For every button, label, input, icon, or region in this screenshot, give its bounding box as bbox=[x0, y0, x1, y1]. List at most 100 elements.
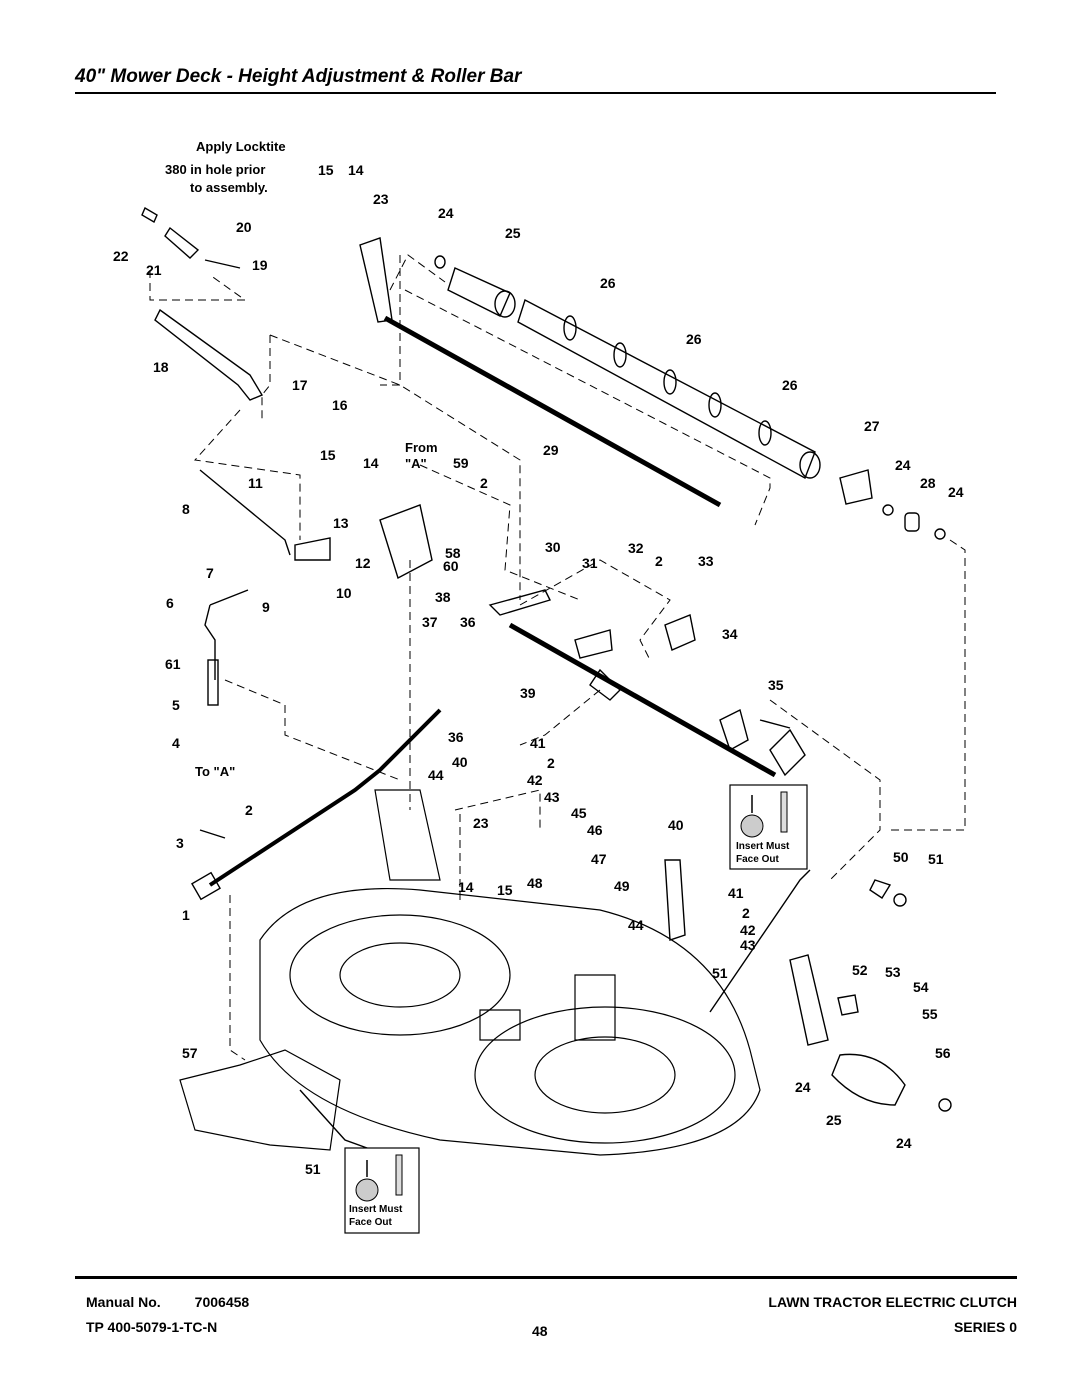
callout: 4 bbox=[172, 735, 180, 751]
callout: 55 bbox=[922, 1006, 938, 1022]
callout: 27 bbox=[864, 418, 880, 434]
callout: 43 bbox=[544, 789, 560, 805]
height-lever bbox=[154, 308, 264, 401]
insert-must-text-lower-line1: Insert Must bbox=[349, 1204, 403, 1215]
roller-bracket bbox=[359, 237, 393, 323]
callout: 9 bbox=[262, 599, 270, 615]
insert-must-text-upper-line1: Insert Must bbox=[736, 841, 790, 852]
callout: 49 bbox=[614, 878, 630, 894]
callout: 2 bbox=[742, 905, 750, 921]
callout: 10 bbox=[336, 585, 352, 601]
callout: 21 bbox=[146, 262, 162, 278]
callout: 40 bbox=[452, 754, 468, 770]
callout: 24 bbox=[948, 484, 964, 500]
callout: 12 bbox=[355, 555, 371, 571]
callout: 26 bbox=[686, 331, 702, 347]
callout: 33 bbox=[698, 553, 714, 569]
callout: 24 bbox=[896, 1135, 912, 1151]
callout: 15 bbox=[497, 882, 513, 898]
callout: 1 bbox=[182, 907, 190, 923]
callout: 50 bbox=[893, 849, 909, 865]
callout: 6 bbox=[166, 595, 174, 611]
manual-number: Manual No.7006458 bbox=[86, 1294, 249, 1310]
locktite-note-line3: to assembly. bbox=[190, 180, 268, 195]
callout: 14 bbox=[348, 162, 364, 178]
callout: 43 bbox=[740, 937, 756, 953]
callout: 46 bbox=[587, 822, 603, 838]
callout: 60 bbox=[443, 558, 459, 574]
callout: 54 bbox=[913, 979, 929, 995]
to-a-note: To "A" bbox=[195, 764, 235, 779]
callout: 23 bbox=[473, 815, 489, 831]
callout: 41 bbox=[530, 735, 546, 751]
callout: 26 bbox=[782, 377, 798, 393]
callout: 24 bbox=[895, 457, 911, 473]
callout: 19 bbox=[252, 257, 268, 273]
callout: 5 bbox=[172, 697, 180, 713]
bushing-24 bbox=[434, 255, 446, 269]
page-title: 40" Mower Deck - Height Adjustment & Rol… bbox=[75, 66, 522, 87]
callout: 15 bbox=[320, 447, 336, 463]
callout: 14 bbox=[363, 455, 379, 471]
callout: 45 bbox=[571, 805, 587, 821]
insert-must-text-upper-line2: Face Out bbox=[736, 854, 779, 865]
callout: 2 bbox=[245, 802, 253, 818]
callout: 51 bbox=[305, 1161, 321, 1177]
callout: 25 bbox=[505, 225, 521, 241]
callout: 34 bbox=[722, 626, 738, 642]
roller-end-cap bbox=[839, 469, 873, 505]
insert-must-box-upper bbox=[729, 784, 808, 870]
callout: 23 bbox=[373, 191, 389, 207]
callout: 2 bbox=[655, 553, 663, 569]
callout: 25 bbox=[826, 1112, 842, 1128]
callout: 20 bbox=[236, 219, 252, 235]
callout: 8 bbox=[182, 501, 190, 517]
callout: 24 bbox=[438, 205, 454, 221]
manual-label: Manual No. bbox=[86, 1294, 161, 1310]
callout: 39 bbox=[520, 685, 536, 701]
callout: 61 bbox=[165, 656, 181, 672]
callout: 24 bbox=[795, 1079, 811, 1095]
callout: 35 bbox=[768, 677, 784, 693]
callout: 42 bbox=[527, 772, 543, 788]
from-a-note-line2: "A" bbox=[405, 456, 427, 471]
callout: 14 bbox=[458, 879, 474, 895]
callout: 15 bbox=[318, 162, 334, 178]
callout: 57 bbox=[182, 1045, 198, 1061]
from-a-note-line1: From bbox=[405, 440, 438, 455]
callout: 18 bbox=[153, 359, 169, 375]
callout: 41 bbox=[728, 885, 744, 901]
callout: 38 bbox=[435, 589, 451, 605]
height-plate bbox=[379, 504, 433, 580]
product-name: LAWN TRACTOR ELECTRIC CLUTCH bbox=[768, 1294, 1017, 1310]
callout: 3 bbox=[176, 835, 184, 851]
insert-must-text-lower-line2: Face Out bbox=[349, 1217, 392, 1228]
callout: 30 bbox=[545, 539, 561, 555]
roller-tubes bbox=[447, 267, 821, 479]
callout: 56 bbox=[935, 1045, 951, 1061]
callout: 26 bbox=[600, 275, 616, 291]
title-rule bbox=[75, 92, 996, 94]
callout: 44 bbox=[628, 917, 644, 933]
callout: 44 bbox=[428, 767, 444, 783]
callout: 2 bbox=[480, 475, 488, 491]
callout: 29 bbox=[543, 442, 559, 458]
callout: 36 bbox=[448, 729, 464, 745]
callout: 22 bbox=[113, 248, 129, 264]
callout: 51 bbox=[712, 965, 728, 981]
callout: 52 bbox=[852, 962, 868, 978]
locktite-note-line1: Apply Locktite bbox=[196, 139, 286, 154]
callout: 11 bbox=[248, 475, 263, 491]
callout: 31 bbox=[582, 555, 598, 571]
callout: 32 bbox=[628, 540, 644, 556]
callout: 17 bbox=[292, 377, 308, 393]
callout: 7 bbox=[206, 565, 214, 581]
callout: 2 bbox=[547, 755, 555, 771]
callout: 16 bbox=[332, 397, 348, 413]
callout: 59 bbox=[453, 455, 469, 471]
callout: 48 bbox=[527, 875, 543, 891]
callout: 13 bbox=[333, 515, 349, 531]
series: SERIES 0 bbox=[953, 1319, 1017, 1335]
locktite-note-line2: 380 in hole prior bbox=[165, 162, 265, 177]
callout: 53 bbox=[885, 964, 901, 980]
